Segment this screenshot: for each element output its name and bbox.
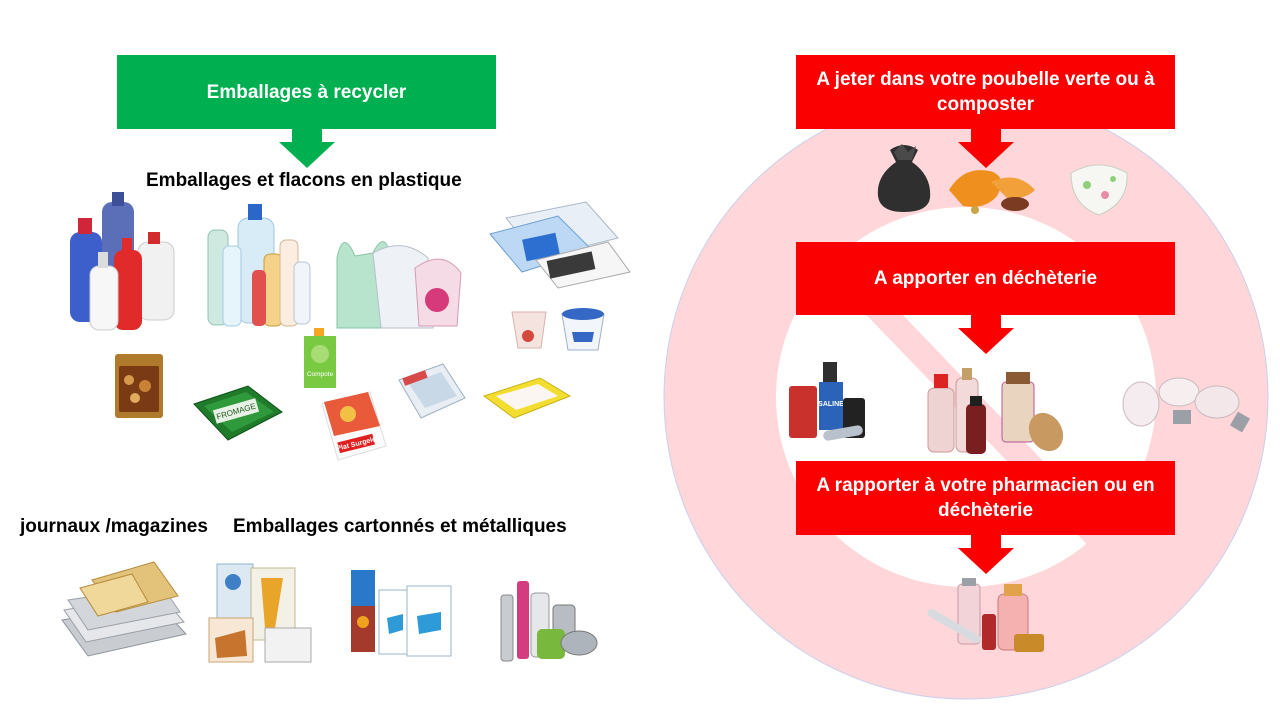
compote-pouch-icon: Compote: [304, 328, 336, 388]
chemical-bottles-icon: [927, 368, 1064, 454]
trash-bag-icon: [877, 144, 931, 212]
pharmacy-box-label: A rapporter à votre pharmacien ou en déc…: [816, 475, 1155, 521]
battery-label: SALINE: [818, 401, 844, 408]
snack-bag-icon: [115, 354, 163, 418]
recycle-arrow-icon: [279, 128, 335, 168]
pharmacy-arrow-icon: [958, 534, 1014, 574]
water-bottles-icon: [207, 204, 311, 327]
plastic-bottles-icon: [70, 192, 175, 331]
dechetterie-arrow-icon: [958, 314, 1014, 354]
diaper-icon: [1070, 164, 1128, 216]
film-tray-icon: [398, 363, 466, 419]
plastic-bags-icon: [336, 241, 462, 329]
batteries-icon: SALINE: [789, 362, 865, 441]
recycle-box: Emballages à recycler: [117, 55, 496, 129]
dechetterie-box-label: A apporter en déchèterie: [873, 268, 1098, 289]
pizza-box-icon: Plat Surgelé: [321, 391, 387, 461]
plastic-heading: Emballages et flacons en plastique: [146, 170, 462, 191]
milk-cartons-icon: [351, 570, 452, 657]
food-waste-icon: [949, 170, 1035, 214]
pharmacy-box: A rapporter à votre pharmacien ou en déc…: [796, 461, 1175, 535]
cheese-tray-icon: FROMAGE: [193, 385, 283, 441]
green-bin-box: A jeter dans votre poubelle verte ou à c…: [796, 55, 1175, 129]
compote-pouch-label: Compote: [307, 371, 334, 378]
carton-heading: Emballages cartonnés et métalliques: [233, 516, 567, 537]
metal-cans-icon: [500, 581, 598, 662]
recycle-box-label: Emballages à recycler: [206, 81, 407, 103]
dechetterie-box: A apporter en déchèterie: [796, 242, 1175, 315]
light-bulbs-icon: [1122, 377, 1251, 433]
cereal-boxes-icon: [208, 563, 312, 663]
newspapers-stack-icon: [61, 561, 187, 657]
yogurt-cups-icon: [511, 308, 605, 351]
medicines-icon: [927, 578, 1044, 652]
green-bin-arrow-icon: [958, 128, 1014, 168]
green-bin-box-label: A jeter dans votre poubelle verte ou à c…: [816, 69, 1155, 115]
paper-heading: journaux /magazines: [20, 516, 208, 537]
foam-tray-icon: [482, 377, 572, 419]
blister-packs-icon: [489, 201, 631, 289]
